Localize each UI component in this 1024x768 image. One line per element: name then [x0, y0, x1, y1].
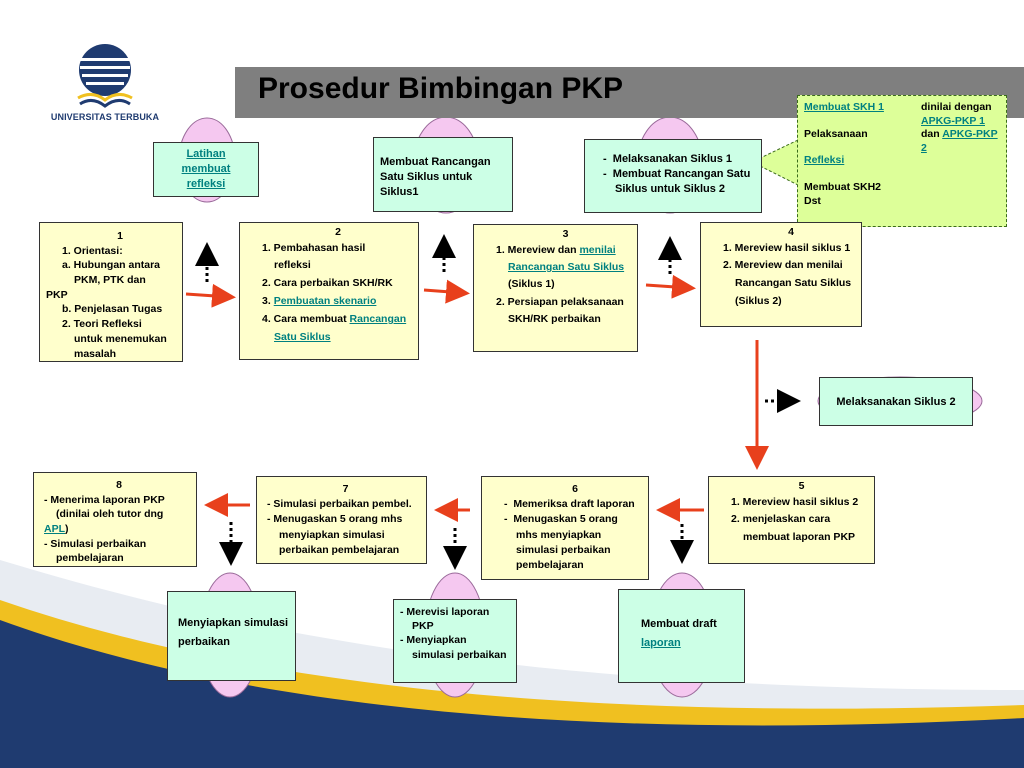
step-7-box: 7 - Simulasi perbaikan pembel. - Menugas… [256, 476, 427, 564]
box-melaksanakan-siklus2: Melaksanakan Siklus 2 [819, 377, 973, 426]
step-4-box: 4 1. Mereview hasil siklus 1 2. Mereview… [700, 222, 862, 327]
box-menyiapkan-simulasi: Menyiapkan simulasi perbaikan [167, 591, 296, 681]
box-latihan-refleksi: Latihan membuat refleksi [153, 142, 259, 197]
step-3-box: 3 1. Mereview dan menilai Rancangan Satu… [473, 224, 638, 352]
callout-skh: Membuat SKH 1 Pelaksanaan Refleksi Membu… [797, 95, 1007, 227]
box-membuat-draft: Membuat draft laporan [618, 589, 745, 683]
link-rancangan-satu-siklus[interactable]: Rancangan Satu Siklus [508, 260, 625, 273]
university-logo: UNIVERSITAS TERBUKA [40, 40, 170, 128]
box-melaksanakan-siklus1: - Melaksanakan Siklus 1 - Membuat Rancan… [584, 139, 762, 213]
link-membuat-skh1[interactable]: Membuat SKH 1 [804, 101, 884, 113]
link-apkg-pkp1[interactable]: APKG-PKP 1 [921, 114, 985, 127]
link-rancangan[interactable]: Rancangan [349, 313, 407, 326]
step-1-box: 1 1. Orientasi: a. Hubungan antara PKM, … [39, 222, 183, 362]
step-6-box: 6 - Memeriksa draft laporan - Menugaskan… [481, 476, 649, 580]
box-merevisi-laporan: - Merevisi laporan PKP - Menyiapkan simu… [393, 599, 517, 683]
step-5-box: 5 1. Mereview hasil siklus 2 2. menjelas… [708, 476, 875, 564]
link-refleksi[interactable]: refleksi [186, 177, 226, 190]
link-latihan[interactable]: Latihan [186, 148, 226, 160]
arrow-1-2 [185, 283, 236, 308]
link-laporan[interactable]: laporan [641, 636, 681, 649]
link-apl[interactable]: APL [44, 523, 65, 536]
link-membuat[interactable]: membuat [181, 162, 231, 175]
link-pembuatan-skenario[interactable]: Pembuatan skenario [273, 295, 377, 308]
link-satu-siklus[interactable]: Satu Siklus [274, 330, 331, 343]
step-8-box: 8 - Menerima laporan PKP (dinilai oleh t… [33, 472, 197, 567]
arrow-2-3 [423, 279, 470, 304]
university-name: UNIVERSITAS TERBUKA [50, 112, 160, 122]
arrow-3-4 [645, 274, 696, 299]
step-2-box: 2 1. Pembahasan hasil refleksi 2. Cara p… [239, 222, 419, 360]
link-menilai[interactable]: menilai [579, 243, 616, 256]
page-title: Prosedur Bimbingan PKP [258, 72, 624, 105]
footer-decoration [0, 560, 1024, 768]
callout-pointer [750, 139, 799, 186]
link-refleksi-callout[interactable]: Refleksi [804, 154, 845, 167]
link-apkg-pkp2[interactable]: APKG-PKP [942, 128, 998, 141]
box-membuat-rancangan: Membuat Rancangan Satu Siklus untuk Sikl… [373, 137, 513, 212]
logo-emblem-icon [77, 44, 133, 108]
